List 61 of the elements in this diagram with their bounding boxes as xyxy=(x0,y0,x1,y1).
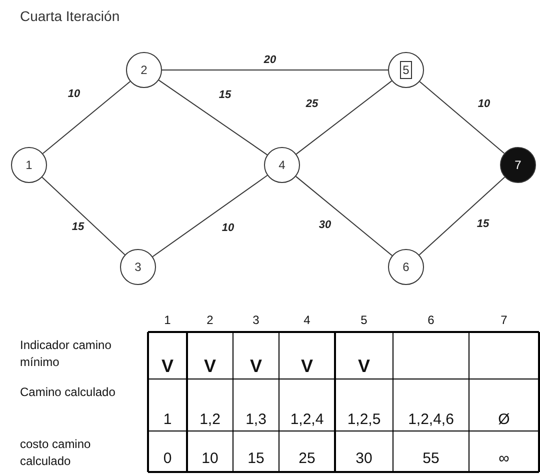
cost-value: ∞ xyxy=(498,450,510,467)
node-number: 2 xyxy=(140,63,148,77)
node-circle xyxy=(264,147,300,183)
path-value: 1,3 xyxy=(246,411,266,428)
connector-line xyxy=(419,81,505,154)
node-circle xyxy=(388,52,424,88)
node-number: 1 xyxy=(26,158,32,172)
check-mark: V xyxy=(204,358,216,375)
row-header: costo camino calculado xyxy=(20,436,92,470)
column-number: 5 xyxy=(360,314,368,327)
node-number: 6 xyxy=(402,260,410,274)
connector-line xyxy=(42,176,126,256)
edge-label: 25 xyxy=(304,98,320,110)
node-number: 5 xyxy=(400,61,412,79)
edge-label: 10 xyxy=(220,222,236,234)
column-number: 7 xyxy=(500,314,508,327)
check-mark: V xyxy=(301,358,313,375)
connector-line xyxy=(158,80,268,156)
column-number: 6 xyxy=(428,314,434,327)
node-number: 4 xyxy=(278,158,286,172)
check-mark: V xyxy=(358,358,370,375)
cost-value: 55 xyxy=(422,450,440,467)
cost-value: 15 xyxy=(248,450,264,467)
row-header: Camino calculado xyxy=(20,384,116,401)
column-number: 4 xyxy=(304,314,310,327)
edge-label: 15 xyxy=(218,89,232,101)
edge-label: 15 xyxy=(70,221,86,233)
path-value: 1,2,4 xyxy=(290,411,324,428)
column-number: 2 xyxy=(206,314,214,327)
cost-value: 30 xyxy=(356,450,372,467)
path-value: 1,2,4,6 xyxy=(408,411,454,428)
edge-label: 30 xyxy=(318,219,332,231)
path-value: 1 xyxy=(163,411,172,428)
node-circle xyxy=(126,52,162,88)
row-header: Indicador camino mínimo xyxy=(20,337,112,371)
path-value: 1,2 xyxy=(200,411,220,428)
column-number: 3 xyxy=(252,314,260,327)
path-value: Ø xyxy=(498,411,510,428)
check-mark: V xyxy=(162,358,174,375)
connector-line xyxy=(42,80,131,154)
edge-label: 15 xyxy=(476,218,490,230)
cost-value: 25 xyxy=(298,450,316,467)
check-mark: V xyxy=(250,358,262,375)
edge-label: 20 xyxy=(262,54,278,66)
column-number: 1 xyxy=(164,314,171,327)
cost-value: 10 xyxy=(202,450,218,467)
diagram-title: Cuarta Iteración xyxy=(20,8,120,24)
cost-value: 0 xyxy=(163,450,172,467)
connector-line xyxy=(296,80,392,155)
node-number: 7 xyxy=(514,158,522,172)
edge-label: 10 xyxy=(66,88,82,100)
node-number: 3 xyxy=(134,260,142,274)
node-circle xyxy=(388,249,424,285)
filled-node-circle xyxy=(500,147,536,183)
connector-line xyxy=(152,174,268,258)
connector-line xyxy=(295,176,393,256)
edge-label: 10 xyxy=(476,98,492,110)
node-circle xyxy=(11,147,47,183)
path-value: 1,2,5 xyxy=(347,411,381,428)
node-circle xyxy=(120,249,156,285)
connector-line xyxy=(418,176,506,256)
